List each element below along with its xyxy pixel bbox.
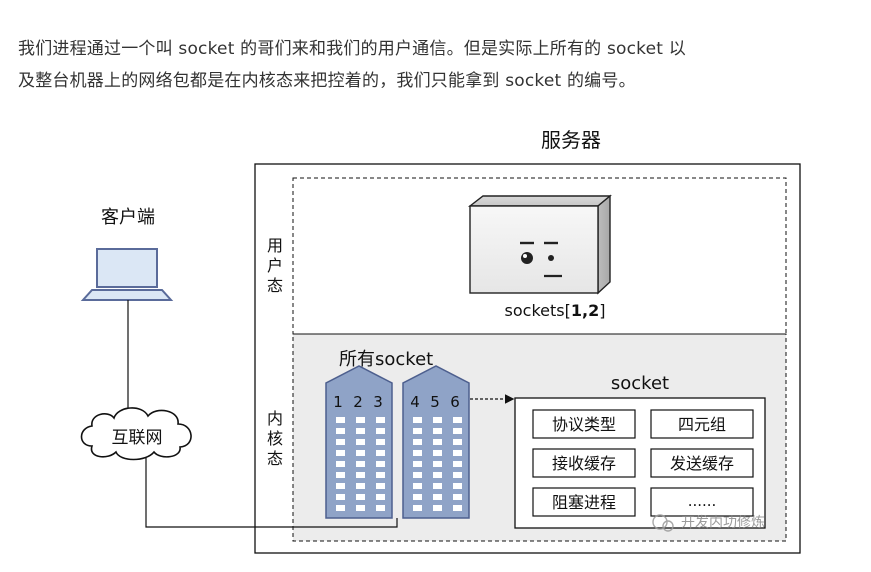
- building-window: [433, 428, 442, 434]
- field-blocked-process-label: 阻塞进程: [552, 493, 616, 512]
- field-four-tuple: [650, 409, 754, 439]
- building-window: [433, 450, 442, 456]
- building-window: [453, 417, 462, 423]
- building-window: [356, 505, 365, 511]
- building-window: [356, 494, 365, 500]
- building-window: [336, 439, 345, 445]
- field-more: [650, 487, 754, 517]
- socket-number-2: 2: [353, 393, 363, 411]
- building-window: [413, 494, 422, 500]
- building-window: [356, 417, 365, 423]
- field-receive-buffer: [532, 448, 636, 478]
- building-window: [376, 461, 385, 467]
- building-window: [376, 494, 385, 500]
- article-paragraph-line1: 我们进程通过一个叫 socket 的哥们来和我们的用户通信。但是实际上所有的 s…: [18, 39, 686, 59]
- building-window: [336, 483, 345, 489]
- user-mode-char-2: 户: [267, 256, 283, 275]
- building-window: [356, 450, 365, 456]
- building-window: [376, 439, 385, 445]
- kernel-mode-char-1: 内: [267, 409, 283, 428]
- kernel-mode-region-border: [292, 333, 787, 542]
- user-mode-region: [292, 177, 787, 335]
- socket-number-4: 4: [410, 393, 420, 411]
- building-window: [453, 450, 462, 456]
- building-window: [413, 505, 422, 511]
- building-window: [376, 450, 385, 456]
- field-protocol-type-label: 协议类型: [552, 415, 616, 434]
- socket-number-3: 3: [373, 393, 383, 411]
- building-window: [453, 494, 462, 500]
- building-window: [413, 461, 422, 467]
- all-sockets-label: 所有socket: [339, 349, 433, 370]
- building-left-icon: [325, 365, 393, 519]
- building-window: [413, 428, 422, 434]
- cube-mascot-icon: [467, 194, 612, 295]
- socket-number-6: 6: [450, 393, 460, 411]
- watermark-text: 开发内功修炼: [681, 515, 765, 531]
- field-protocol-type: [532, 409, 636, 439]
- building-window: [453, 428, 462, 434]
- building-window: [336, 505, 345, 511]
- internet-label: 互联网: [112, 428, 163, 448]
- watermark: 开发内功修炼: [652, 514, 765, 532]
- field-blocked-process: [532, 487, 636, 517]
- field-four-tuple-label: 四元组: [678, 415, 726, 434]
- building-window: [356, 439, 365, 445]
- building-window: [356, 428, 365, 434]
- building-window: [336, 450, 345, 456]
- building-window: [433, 505, 442, 511]
- building-window: [413, 417, 422, 423]
- building-window: [433, 472, 442, 478]
- building-window: [433, 494, 442, 500]
- server-title: 服务器: [541, 128, 601, 152]
- sockets-array-caption: sockets[1,2]: [505, 301, 606, 320]
- building-window: [413, 450, 422, 456]
- building-window: [453, 461, 462, 467]
- client-label: 客户端: [101, 207, 155, 228]
- user-mode-char-1: 用: [267, 236, 283, 255]
- building-window: [376, 483, 385, 489]
- socket-number-1: 1: [333, 393, 343, 411]
- cloud-icon: [80, 407, 192, 461]
- building-window: [413, 439, 422, 445]
- building-window: [356, 461, 365, 467]
- field-send-buffer-label: 发送缓存: [670, 454, 734, 473]
- article-paragraph-line2: 及整台机器上的网络包都是在内核态来把控着的，我们只能拿到 socket 的编号。: [18, 71, 636, 91]
- building-window: [453, 483, 462, 489]
- socket-number-5: 5: [430, 393, 440, 411]
- building-window: [376, 428, 385, 434]
- kernel-mode-char-3: 态: [267, 449, 283, 468]
- field-receive-buffer-label: 接收缓存: [552, 454, 616, 473]
- building-window: [336, 417, 345, 423]
- building-window: [413, 472, 422, 478]
- building-window: [376, 505, 385, 511]
- building-window: [376, 472, 385, 478]
- building-window: [356, 472, 365, 478]
- building-window: [376, 417, 385, 423]
- field-more-label: ......: [688, 492, 717, 510]
- building-window: [433, 417, 442, 423]
- socket-box-title: socket: [611, 373, 669, 394]
- field-send-buffer: [650, 448, 754, 478]
- building-window: [453, 472, 462, 478]
- building-window: [336, 472, 345, 478]
- building-window: [413, 483, 422, 489]
- building-window: [336, 428, 345, 434]
- building-window: [433, 461, 442, 467]
- building-window: [336, 461, 345, 467]
- internet-to-server-line: [145, 456, 398, 528]
- building-window: [336, 494, 345, 500]
- user-mode-char-3: 态: [267, 276, 283, 295]
- building-window: [433, 439, 442, 445]
- laptop-icon: [80, 248, 174, 301]
- building-window: [433, 483, 442, 489]
- building-window: [356, 483, 365, 489]
- building-window: [453, 439, 462, 445]
- building-window: [453, 505, 462, 511]
- kernel-mode-char-2: 核: [267, 429, 283, 448]
- building-right-icon: [402, 365, 470, 519]
